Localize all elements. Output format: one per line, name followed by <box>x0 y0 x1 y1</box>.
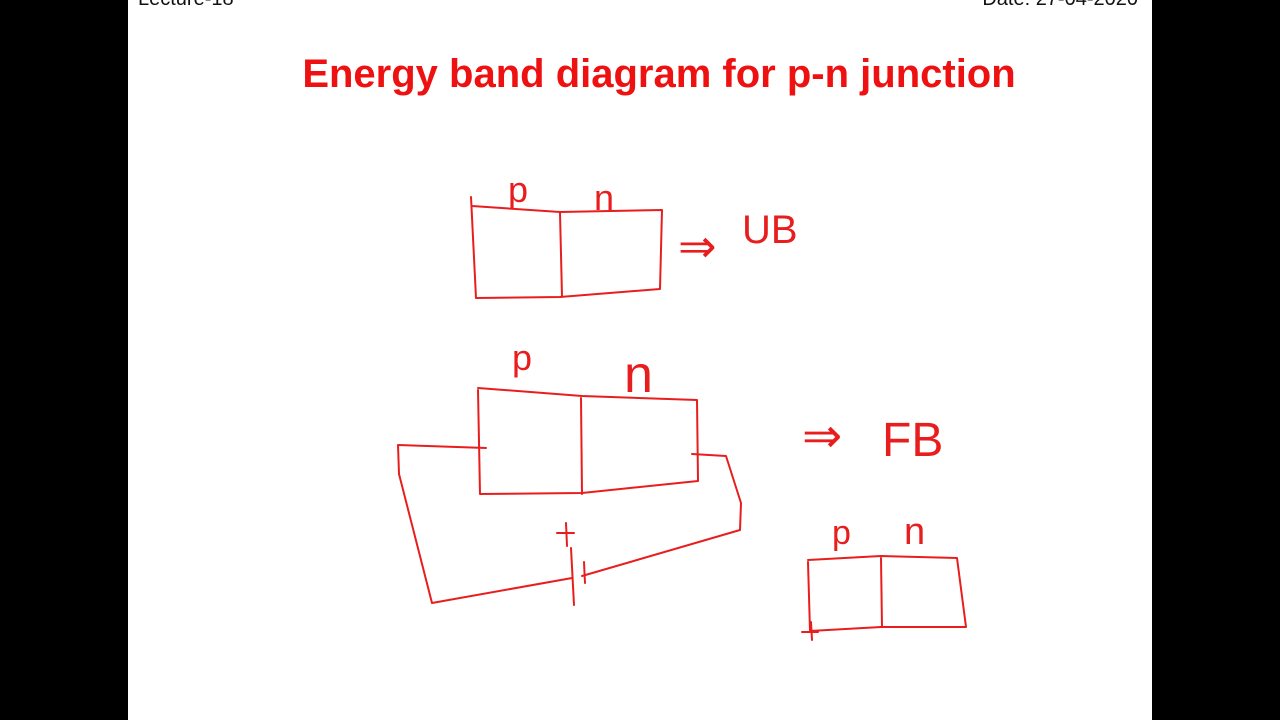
pn-block-1 <box>470 196 663 299</box>
diagram-forward-bias: p n ⇒ FB <box>397 337 943 606</box>
n-label-3: n <box>904 511 925 553</box>
pn-block-2 <box>477 387 699 495</box>
battery-symbol <box>556 522 586 606</box>
diagram-unbiased: p n ⇒ UB <box>470 169 798 299</box>
n-label-1: n <box>594 177 614 218</box>
diagram-small-junction: p n <box>801 511 967 641</box>
fb-label: FB <box>882 414 943 467</box>
slide: Lecture-18 Date: 27-04-2020 Energy band … <box>128 0 1152 720</box>
date-label: Date: 27-04-2020 <box>982 0 1138 11</box>
junction-line-3 <box>880 557 883 628</box>
n-label-2: n <box>624 346 653 404</box>
p-label-2: p <box>512 337 532 378</box>
p-label-3: p <box>832 514 851 552</box>
pn-block-3 <box>807 555 967 632</box>
p-label-1: p <box>508 169 528 210</box>
arrow-1: ⇒ <box>678 220 717 272</box>
circuit-wire <box>397 444 742 604</box>
plus-mark-3 <box>801 621 819 641</box>
lecture-label: Lecture-18 <box>138 0 234 11</box>
arrow-2: ⇒ <box>802 410 842 463</box>
ub-label: UB <box>742 208 798 252</box>
junction-line-1 <box>559 212 563 297</box>
junction-line-2 <box>580 397 583 495</box>
slide-title: Energy band diagram for p-n junction <box>302 52 1016 96</box>
